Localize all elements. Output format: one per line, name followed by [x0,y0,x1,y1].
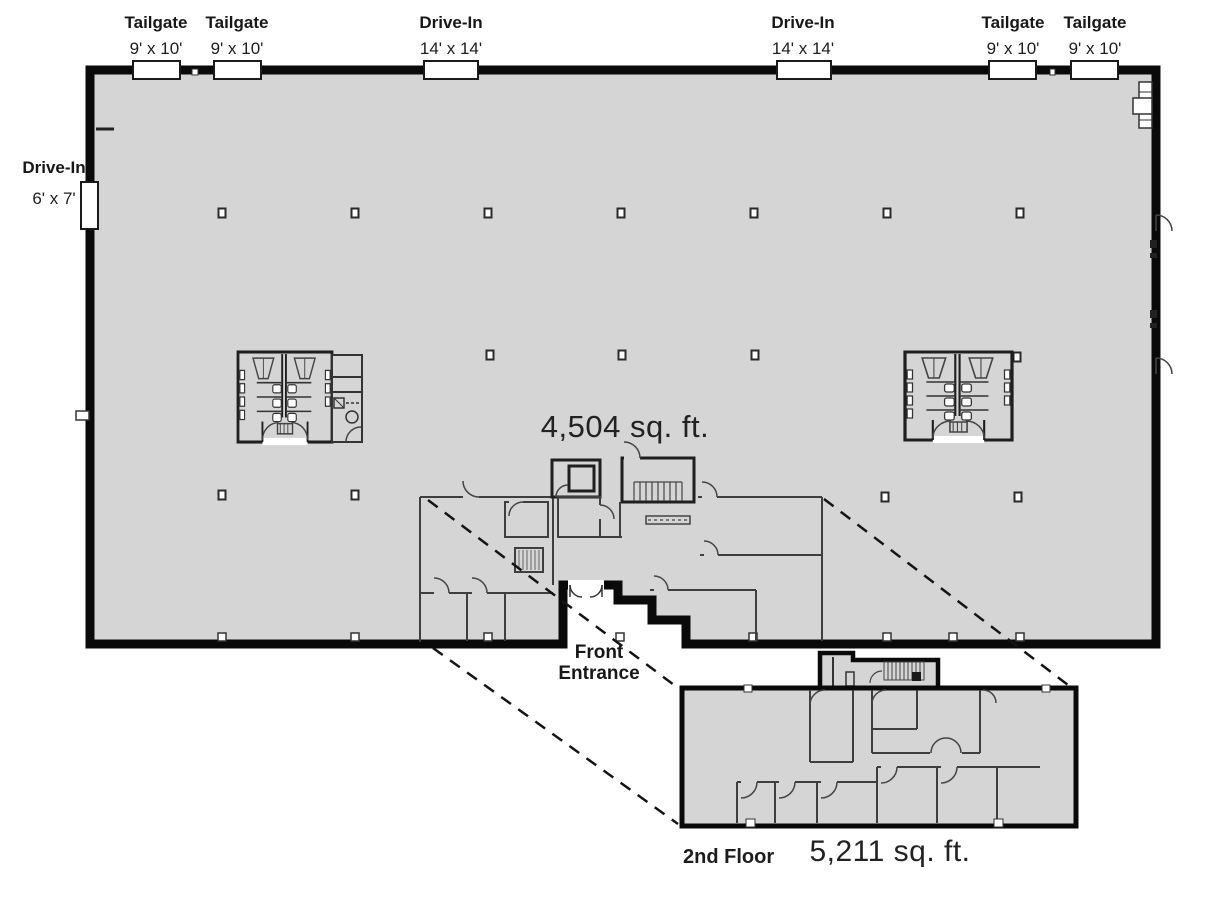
dock-doors [80,60,1119,230]
office-left-wing [419,480,554,642]
left-wall-details [75,127,114,421]
door-type: Tailgate [1063,13,1127,32]
office-right-wing [650,481,823,641]
callout-dashed-lines [427,498,1073,826]
man-door-arc-1 [1155,214,1173,232]
restroom-left [236,350,334,447]
door-label-drivein-2: Drive-In 14' x 14' [748,10,858,60]
callout-line-2 [432,646,679,826]
second-floor-area-label: 5,211 sq. ft. [809,835,971,868]
callout-line-3 [823,498,1073,689]
right-wall-details [1132,81,1173,375]
stair-rail [645,515,691,525]
front-entrance-label: Front Entrance [539,642,659,684]
front-entrance-line2: Entrance [558,663,640,684]
callout-line-1 [427,499,679,689]
door-type: Tailgate [205,13,269,32]
tailgate-door-2 [213,60,262,80]
second-floor-outline [679,685,1079,829]
door-label-tailgate-1: Tailgate 9' x 10' [101,10,211,60]
door-label-drivein-left: Drive-In 6' x 7' [8,156,100,210]
door-size: 14' x 14' [771,39,835,58]
elevator [514,547,544,573]
door-size: 14' x 14' [419,39,483,58]
wall-pilasters [217,632,1025,642]
tailgate-door-4 [1070,60,1119,80]
restroom-left-annex [331,354,363,443]
mop-sink [333,397,345,409]
office-core [504,441,696,538]
column-markers [217,207,1025,503]
door-label-tailgate-3: Tailgate 9' x 10' [958,10,1068,60]
drive-in-door-left [80,181,99,230]
door-label-tailgate-2: Tailgate 9' x 10' [182,10,292,60]
door-type: Tailgate [124,13,188,32]
door-size: 9' x 10' [129,39,183,58]
door-type: Tailgate [981,13,1045,32]
drive-in-door-2 [776,60,832,80]
door-label-tailgate-4: Tailgate 9' x 10' [1040,10,1150,60]
door-size: 9' x 10' [986,39,1040,58]
door-type: Drive-In [771,13,835,32]
front-entrance-line1: Front [574,642,624,663]
door-type: Drive-In [22,158,86,177]
round-sink [345,410,359,424]
drive-in-door-1 [423,60,479,80]
first-floor-area-label: 4,504 sq. ft. [540,409,710,444]
door-size: 9' x 10' [210,39,264,58]
second-floor-plan [679,650,1079,829]
door-size: 6' x 7' [32,189,76,208]
tailgate-door-1 [132,60,181,80]
second-floor-name-label: 2nd Floor [683,846,775,868]
man-door-arc-2 [1155,357,1173,375]
door-type: Drive-In [419,13,483,32]
tailgate-door-3 [988,60,1037,80]
door-label-drivein-1: Drive-In 14' x 14' [396,10,506,60]
front-entrance-doors [568,580,604,598]
door-size: 9' x 10' [1068,39,1122,58]
restroom-right [903,350,1014,445]
